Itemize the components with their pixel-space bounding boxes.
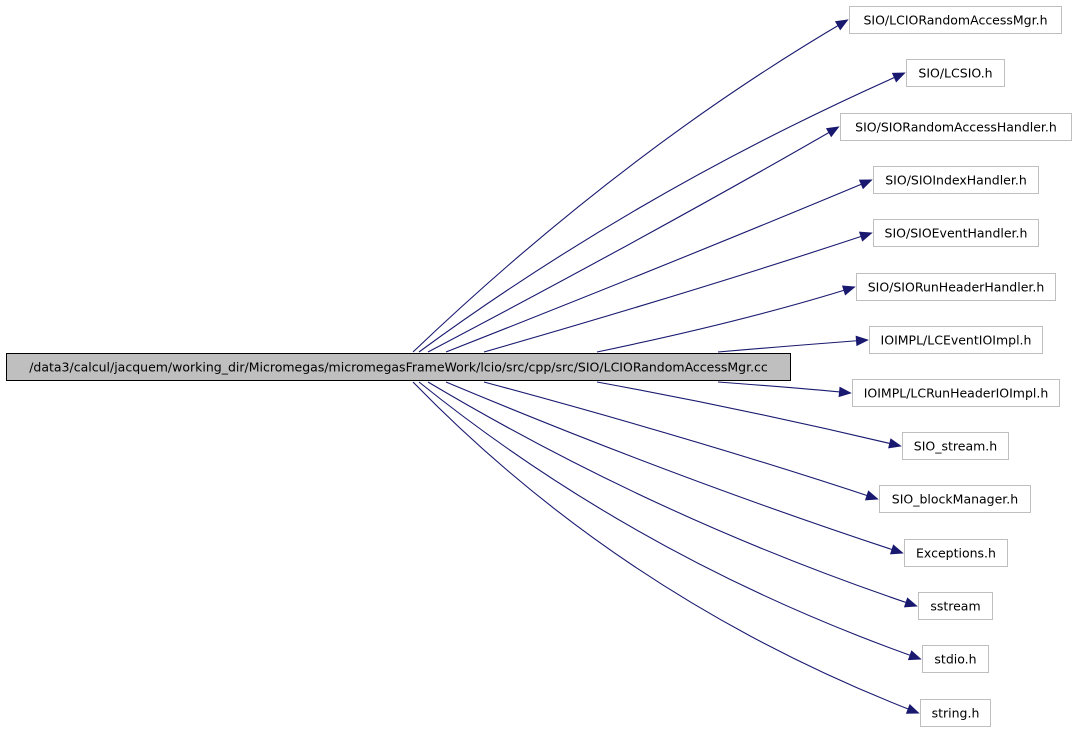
include-edge xyxy=(483,232,872,353)
include-node-label: SIO/SIOEventHandler.h xyxy=(885,226,1028,241)
include-node[interactable]: SIO/SIOIndexHandler.h xyxy=(873,166,1039,194)
include-node-box xyxy=(852,379,1060,407)
include-node-box xyxy=(873,166,1039,194)
include-edge xyxy=(717,381,851,394)
include-node[interactable]: SIO/SIORunHeaderHandler.h xyxy=(856,273,1056,301)
include-edge xyxy=(717,339,868,353)
include-node-box xyxy=(849,6,1062,34)
include-node-box xyxy=(904,539,1008,567)
include-node-box xyxy=(920,699,991,727)
include-edge xyxy=(445,179,872,353)
include-node-box xyxy=(879,485,1031,513)
include-edge xyxy=(596,286,855,353)
include-node-label: Exceptions.h xyxy=(916,546,996,561)
include-node[interactable]: stdio.h xyxy=(922,645,989,673)
include-edge xyxy=(412,381,919,714)
include-node[interactable]: Exceptions.h xyxy=(904,539,1008,567)
include-node[interactable]: IOIMPL/LCEventIOImpl.h xyxy=(869,326,1043,354)
include-arrowhead xyxy=(888,438,902,449)
include-nodes: /data3/calcul/jacquem/working_dir/Microm… xyxy=(6,6,1072,727)
include-node-label: SIO/SIOIndexHandler.h xyxy=(885,173,1027,188)
include-arrowhead xyxy=(891,72,906,83)
include-node-box xyxy=(856,273,1056,301)
include-arrowhead xyxy=(858,179,873,190)
include-edge xyxy=(427,381,917,607)
include-node[interactable]: SIO/SIORandomAccessHandler.h xyxy=(840,113,1072,141)
include-node-label: string.h xyxy=(932,706,980,721)
include-arrowhead xyxy=(838,386,852,398)
include-arrowhead xyxy=(825,126,840,138)
include-node[interactable]: sstream xyxy=(918,592,993,620)
include-edge xyxy=(445,381,903,554)
include-edges xyxy=(412,19,922,714)
include-node-label: stdio.h xyxy=(934,652,976,667)
include-edge xyxy=(418,72,905,353)
include-node[interactable]: SIO/LCSIO.h xyxy=(906,59,1005,87)
include-node-box xyxy=(922,645,989,673)
include-node[interactable]: SIO/LCIORandomAccessMgr.h xyxy=(849,6,1062,34)
include-node-label: SIO/LCIORandomAccessMgr.h xyxy=(863,13,1047,28)
include-node-label: SIO/SIORunHeaderHandler.h xyxy=(868,280,1045,295)
include-node-box xyxy=(906,59,1005,87)
include-arrowhead xyxy=(905,703,920,714)
include-arrowhead xyxy=(903,597,918,608)
include-node-label: IOIMPL/LCRunHeaderIOImpl.h xyxy=(864,386,1049,401)
include-node-box xyxy=(873,219,1039,247)
include-arrowhead xyxy=(834,19,849,31)
include-node[interactable]: string.h xyxy=(920,699,991,727)
include-node[interactable]: SIO_stream.h xyxy=(902,432,1009,460)
include-edge xyxy=(412,19,848,353)
root-node-label: /data3/calcul/jacquem/working_dir/Microm… xyxy=(29,360,768,375)
include-node-label: SIO/SIORandomAccessHandler.h xyxy=(855,120,1057,135)
include-arrowhead xyxy=(889,544,904,555)
include-node-label: SIO_blockManager.h xyxy=(892,492,1018,507)
include-node-box xyxy=(840,113,1072,141)
include-arrowhead xyxy=(864,490,879,501)
include-node[interactable]: SIO/SIOEventHandler.h xyxy=(873,219,1039,247)
include-node-label: SIO/LCSIO.h xyxy=(918,66,992,81)
include-node[interactable]: IOIMPL/LCRunHeaderIOImpl.h xyxy=(852,379,1060,407)
include-edge xyxy=(427,126,839,353)
include-arrowhead xyxy=(907,650,922,661)
root-node[interactable]: /data3/calcul/jacquem/working_dir/Microm… xyxy=(6,353,791,381)
include-arrowhead xyxy=(855,335,869,347)
include-edge xyxy=(596,381,901,447)
include-arrowhead xyxy=(841,285,856,296)
include-node[interactable]: SIO_blockManager.h xyxy=(879,485,1031,513)
root-node-box xyxy=(6,353,791,381)
include-edge xyxy=(418,381,921,660)
include-node-box xyxy=(869,326,1043,354)
include-node-box xyxy=(902,432,1009,460)
include-node-box xyxy=(918,592,993,620)
include-edge xyxy=(483,381,878,500)
include-node-label: SIO_stream.h xyxy=(914,439,997,454)
include-node-label: sstream xyxy=(930,599,980,614)
include-arrowhead xyxy=(858,231,873,242)
include-node-label: IOIMPL/LCEventIOImpl.h xyxy=(881,333,1032,348)
